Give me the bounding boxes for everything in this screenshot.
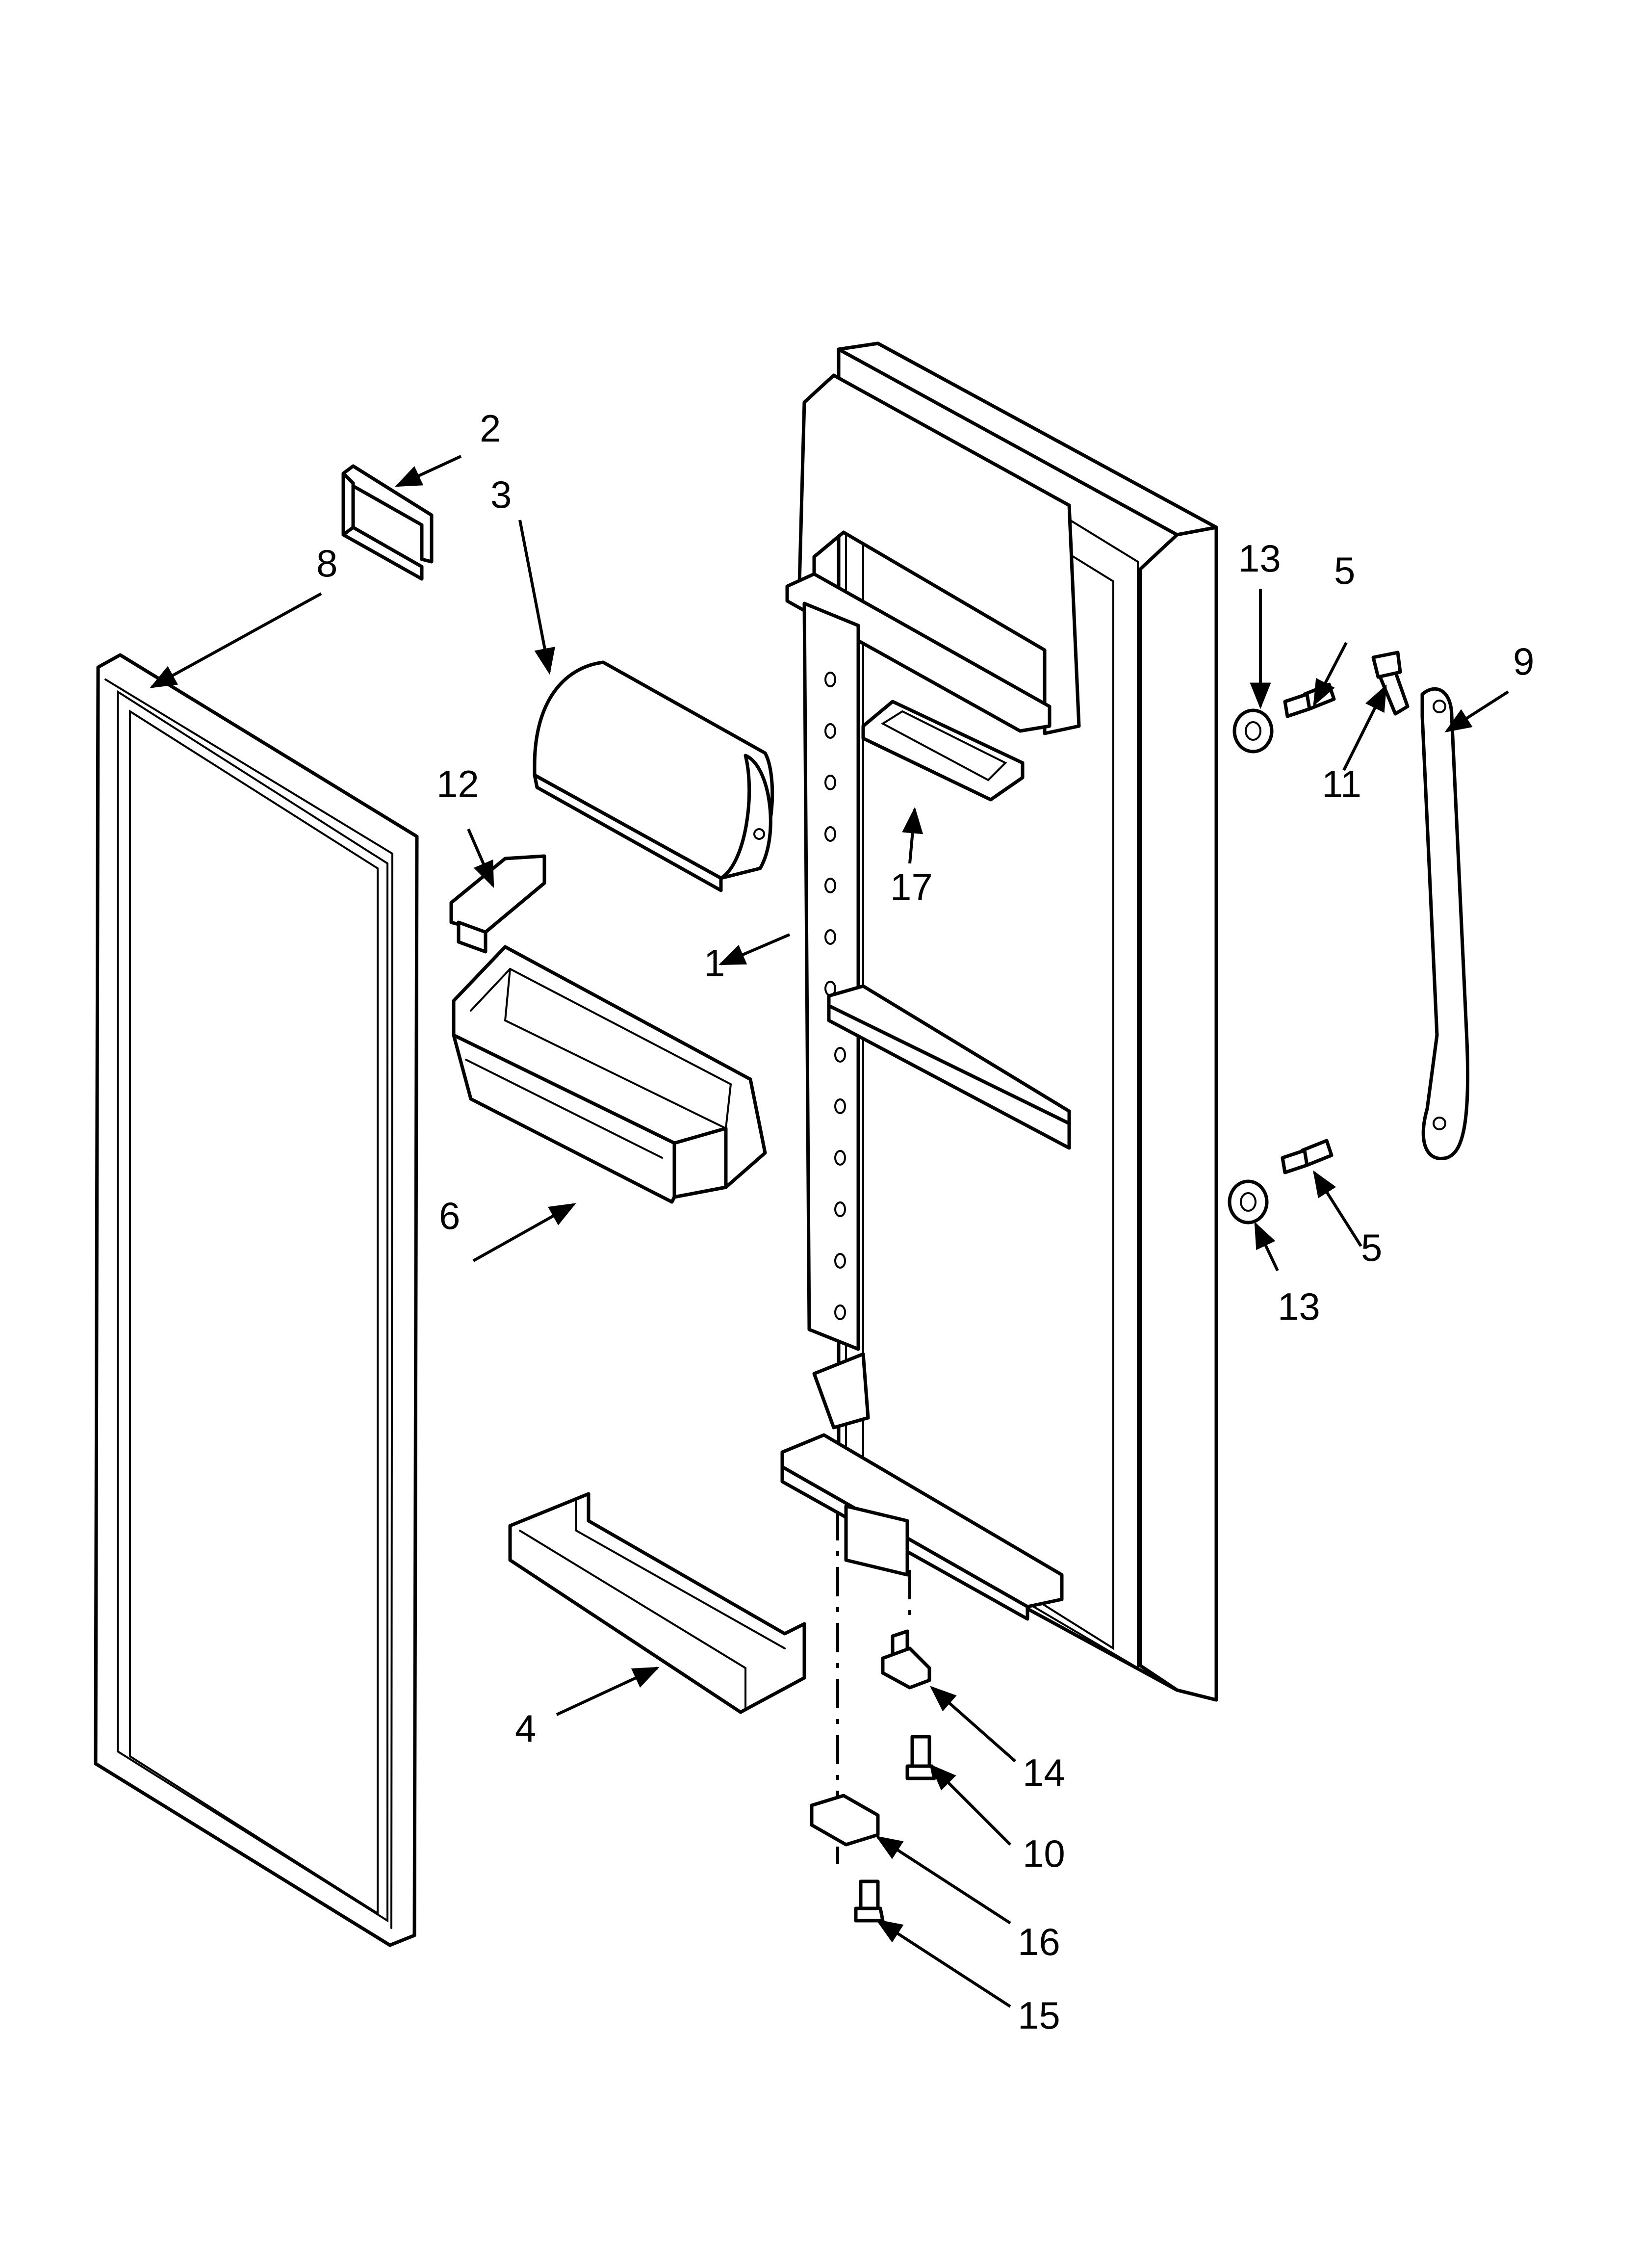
callout-13b: 13 [1278, 1285, 1320, 1328]
callout-6: 6 [439, 1194, 460, 1237]
callout-5b: 5 [1361, 1226, 1382, 1269]
spacer-top-part [1232, 708, 1274, 754]
callout-lines [150, 455, 1509, 2008]
door-shelf-bar-part [508, 1492, 806, 1714]
hinge-assembly-part [810, 1511, 936, 1923]
callout-9: 9 [1513, 640, 1534, 683]
clip-part [341, 464, 434, 581]
door-liner-part [780, 341, 1218, 1702]
callout-1: 1 [704, 941, 725, 985]
handle-part [1420, 687, 1470, 1160]
dairy-door-part [533, 660, 774, 892]
bin-clip-part [449, 854, 546, 954]
callout-labels: 1 2 3 4 5 5 6 8 9 10 11 12 13 13 14 15 1… [316, 407, 1534, 2037]
door-bin-part [452, 945, 767, 1204]
callout-11: 11 [1322, 762, 1361, 806]
callout-5a: 5 [1334, 549, 1355, 592]
callout-13a: 13 [1238, 537, 1281, 580]
door-gasket-part [94, 653, 419, 1947]
screw-top-part [1283, 682, 1336, 718]
callout-4: 4 [515, 1707, 536, 1750]
callout-15: 15 [1018, 1994, 1060, 2037]
callout-12: 12 [436, 762, 479, 806]
utility-bin-part [861, 700, 1025, 802]
callout-3: 3 [490, 473, 512, 516]
callout-2: 2 [480, 407, 501, 450]
screw-11-part [1371, 651, 1410, 716]
callout-10: 10 [1023, 1832, 1065, 1875]
shelf-peg-holes [824, 672, 846, 1320]
callout-17: 17 [890, 865, 933, 909]
callout-8: 8 [316, 542, 337, 585]
spacer-bottom-part [1228, 1179, 1269, 1225]
callout-14: 14 [1023, 1751, 1065, 1794]
screw-bottom-part [1281, 1139, 1334, 1174]
callout-16: 16 [1018, 1920, 1060, 1963]
